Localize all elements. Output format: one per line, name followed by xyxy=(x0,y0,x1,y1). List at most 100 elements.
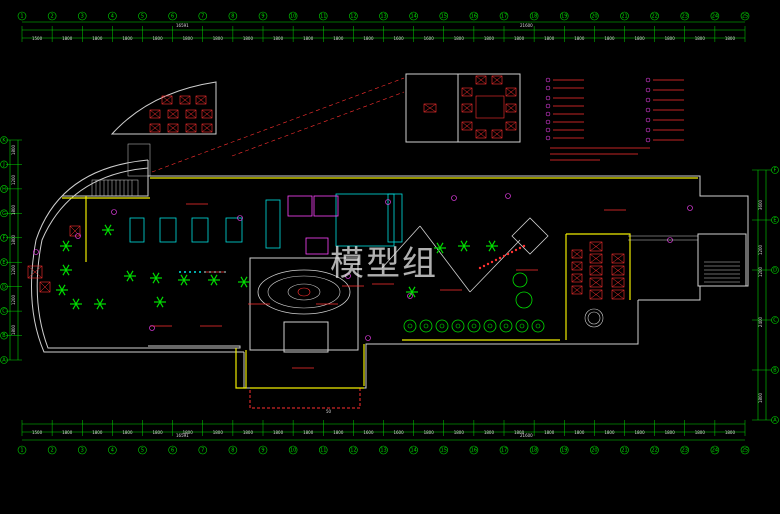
grid-bubble xyxy=(198,445,208,455)
grid-bubble xyxy=(740,445,750,455)
grid-label: A xyxy=(2,358,6,364)
cyan-fixture-panels xyxy=(129,193,403,249)
grid-label: 25 xyxy=(742,14,748,20)
grid-label: B xyxy=(2,333,6,339)
grid-bubble xyxy=(0,136,8,144)
diagonal-partitions xyxy=(381,217,549,293)
grid-label: 2 xyxy=(51,14,54,20)
grid-bubble xyxy=(650,11,659,21)
grid-label: 6 xyxy=(171,448,174,454)
segment-dimension: 1800 xyxy=(725,430,736,435)
grid-label: 14 xyxy=(410,448,416,454)
segment-dimension: 1200 xyxy=(758,244,763,255)
grid-bubble xyxy=(0,282,8,291)
grid-bubble xyxy=(680,445,690,455)
grid-bubble xyxy=(499,11,509,21)
grid-bubble xyxy=(77,445,87,455)
grid-label: 25 xyxy=(742,448,748,454)
top-room-fixtures xyxy=(27,75,517,293)
segment-dimension: 1800 xyxy=(604,36,615,41)
grid-label: 1 xyxy=(20,14,23,20)
grid-label: B xyxy=(773,368,777,374)
grid-label: 7 xyxy=(201,448,204,454)
grid-bubble xyxy=(529,11,539,21)
segment-dimension: 1800 xyxy=(11,324,16,335)
grid-label: 16 xyxy=(471,14,477,20)
grid-bubble xyxy=(740,11,750,21)
grid-label: 6 xyxy=(171,14,174,20)
segment-dimension: 3600 xyxy=(758,199,763,210)
grid-label: D xyxy=(773,268,777,274)
grid-bubble xyxy=(0,307,8,315)
grid-bubble xyxy=(469,11,479,21)
grid-bubble xyxy=(771,366,779,374)
grid-label: 16 xyxy=(471,448,477,454)
grid-bubble xyxy=(469,445,479,455)
grid-label: 8 xyxy=(231,14,234,20)
grid-bubble xyxy=(499,445,509,455)
left-dimension-chain xyxy=(9,140,19,360)
grid-label: K xyxy=(2,138,6,144)
grid-label: 8 xyxy=(231,448,234,454)
segment-dimension: 1800 xyxy=(122,430,133,435)
segment-dimension: 1800 xyxy=(62,36,73,41)
grid-label: 12 xyxy=(350,14,356,20)
grid-bubble xyxy=(168,445,177,455)
grid-bubble xyxy=(620,445,629,455)
grid-label: 4 xyxy=(111,14,114,20)
grid-bubble xyxy=(168,11,177,21)
grid-bubble xyxy=(349,11,358,21)
segment-dimension: 1200 xyxy=(758,266,763,277)
right-room-fixtures xyxy=(571,241,625,300)
segment-dimension: 1800 xyxy=(514,36,525,41)
segment-dimension: 1800 xyxy=(544,430,555,435)
round-table xyxy=(419,319,433,333)
grid-label: F xyxy=(3,235,6,241)
grid-bubble xyxy=(771,266,779,274)
grid-label: 24 xyxy=(712,14,718,20)
grid-label: 21 xyxy=(621,14,627,20)
grid-bubble xyxy=(228,11,238,21)
grid-bubble xyxy=(559,445,569,455)
round-table xyxy=(515,319,529,333)
east-wall-detail xyxy=(584,235,698,328)
segment-dimension: 1800 xyxy=(665,430,676,435)
grid-bubble xyxy=(590,11,599,21)
right-dimension-chain xyxy=(757,170,767,420)
top-total-left: 16591 xyxy=(176,23,189,28)
top-grid-ticks: 1150021800318004180051800618007180081800… xyxy=(17,11,750,42)
segment-dimension: 1800 xyxy=(152,430,163,435)
segment-dimension: 1200 xyxy=(11,264,16,275)
grid-bubble xyxy=(288,445,298,455)
grid-bubble xyxy=(77,11,87,21)
grid-label: 3 xyxy=(81,448,84,454)
grid-label: C xyxy=(2,309,6,315)
grid-label: 3 xyxy=(81,14,84,20)
grid-label: 10 xyxy=(290,448,296,454)
grid-label: 13 xyxy=(380,14,386,20)
segment-dimension: 1800 xyxy=(574,36,585,41)
segment-dimension: 1800 xyxy=(424,430,435,435)
segment-dimension: 1800 xyxy=(183,430,194,435)
segment-dimension: 1600 xyxy=(424,36,435,41)
segment-dimension: 1200 xyxy=(11,174,16,185)
round-table xyxy=(531,319,545,333)
segment-dimension: 1800 xyxy=(11,144,16,155)
grid-bubble xyxy=(198,11,208,21)
grid-label: 15 xyxy=(441,448,447,454)
round-table xyxy=(403,319,417,333)
room-tags xyxy=(33,193,693,369)
grid-label: 24 xyxy=(712,448,718,454)
grid-bubble xyxy=(318,445,328,455)
grid-label: 2 xyxy=(51,448,54,454)
segment-dimension: 1800 xyxy=(454,430,465,435)
grid-bubble xyxy=(650,445,659,455)
grid-label: 15 xyxy=(441,14,447,20)
chair-symbols xyxy=(179,244,526,273)
segment-dimension: 1800 xyxy=(363,36,374,41)
top-total-right: 21600 xyxy=(520,23,533,28)
grid-label: 23 xyxy=(682,448,688,454)
round-table xyxy=(451,319,465,333)
grid-label: 5 xyxy=(141,448,144,454)
